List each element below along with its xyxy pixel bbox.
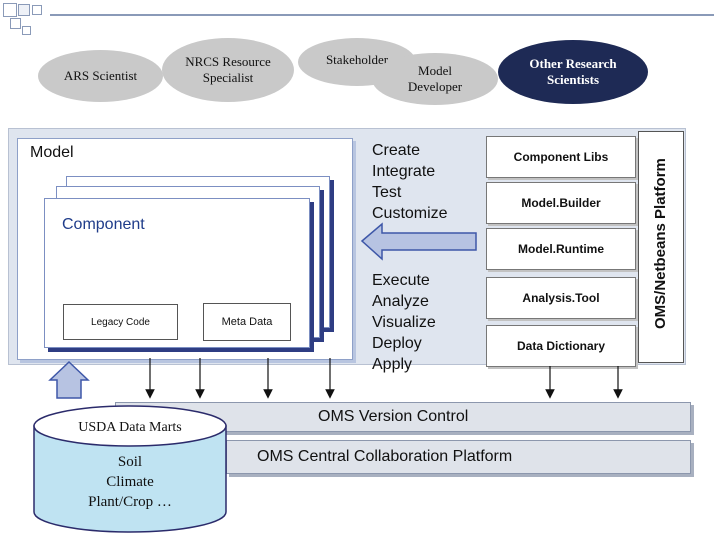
nrcs-specialist-label: NRCS Resource Specialist [185, 54, 271, 85]
database-item-climate: Climate [106, 474, 154, 490]
step-integrate: Integrate [372, 163, 436, 180]
tool-label: Model.Builder [521, 196, 601, 210]
database-item-plant-crop: Plant/Crop … [88, 494, 172, 510]
step-analyze: Analyze [372, 293, 429, 310]
stakeholder-label: Stakeholder [325, 52, 389, 67]
tool-data-dictionary: Data Dictionary [486, 325, 636, 367]
database-cylinder [33, 405, 227, 533]
deco-square [22, 26, 31, 35]
deco-square [10, 18, 21, 29]
tool-component-libs: Component Libs [486, 136, 636, 178]
tool-label: Data Dictionary [516, 339, 606, 353]
step-apply: Apply [372, 356, 413, 373]
step-create: Create [372, 142, 421, 159]
deco-square [3, 3, 17, 17]
version-control-label: OMS Version Control [318, 408, 469, 425]
step-test: Test [372, 184, 402, 201]
tool-label: Component Libs [513, 150, 609, 164]
other-scientists-label: Other Research Scientists [529, 56, 617, 87]
legacy-code-box: Legacy Code [63, 304, 178, 340]
tool-analysis-tool: Analysis.Tool [486, 277, 636, 319]
collaboration-bar: OMS Central Collaboration Platform [226, 440, 691, 474]
ars-scientist-label: ARS Scientist [63, 68, 138, 83]
meta-data-box: Meta Data [203, 303, 291, 341]
model-developer-label: Model Developer [407, 63, 463, 94]
ellipse-nrcs-specialist: NRCS Resource Specialist [162, 38, 294, 102]
step-customize: Customize [372, 205, 448, 222]
database-title: USDA Data Marts [78, 420, 182, 435]
tool-label: Analysis.Tool [522, 291, 600, 305]
platform-bar [638, 131, 684, 363]
ellipse-other-scientists: Other Research Scientists [498, 40, 648, 104]
step-deploy: Deploy [372, 335, 422, 352]
model-title: Model [30, 144, 74, 161]
meta-data-label: Meta Data [221, 316, 273, 328]
run-steps: Execute Analyze Visualize Deploy Apply [372, 270, 436, 375]
header-divider [50, 14, 714, 16]
database-content: Soil Climate Plant/Crop … [32, 452, 228, 512]
build-steps: Create Integrate Test Customize [372, 140, 448, 224]
deco-square [18, 4, 30, 16]
ellipse-model-developer: Model Developer [372, 53, 498, 105]
tool-label: Model.Runtime [518, 242, 604, 256]
step-visualize: Visualize [372, 314, 436, 331]
up-arrow [48, 360, 90, 399]
legacy-code-label: Legacy Code [91, 316, 150, 328]
database-item-soil: Soil [117, 454, 143, 470]
platform-label: OMS/Netbeans Platform [652, 158, 669, 329]
tool-model-runtime: Model.Runtime [486, 228, 636, 270]
deco-square [32, 5, 42, 15]
collaboration-label: OMS Central Collaboration Platform [257, 448, 513, 465]
ellipse-ars-scientist: ARS Scientist [38, 50, 163, 102]
tool-model-builder: Model.Builder [486, 182, 636, 224]
step-execute: Execute [372, 272, 430, 289]
component-title: Component [62, 216, 145, 233]
